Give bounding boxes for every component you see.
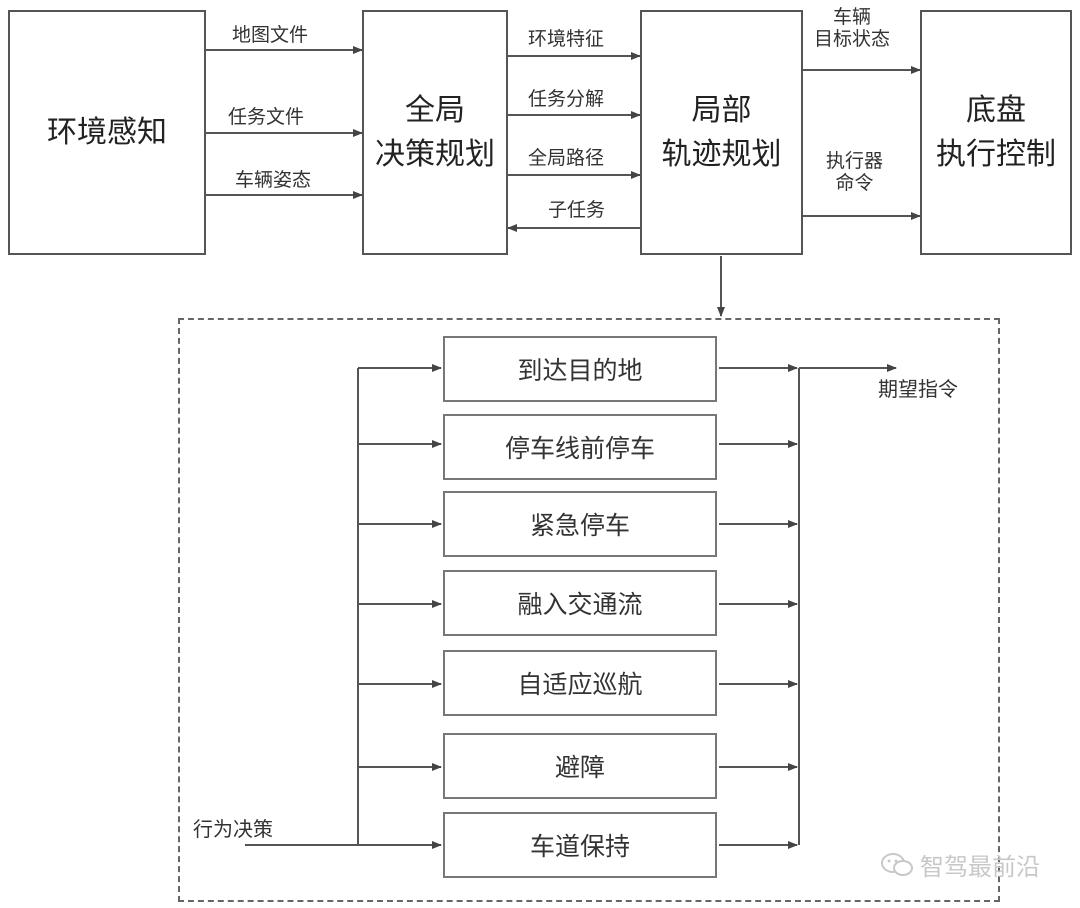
- behavior-emergency-stop: 紧急停车: [443, 491, 717, 557]
- watermark: 智驾最前沿: [880, 847, 1040, 882]
- label-env-features: 环境特征: [528, 28, 605, 50]
- watermark-text: 智驾最前沿: [920, 853, 1040, 881]
- label-global-path: 全局路径: [528, 147, 605, 169]
- behavior-decision-region: [178, 318, 1000, 902]
- behavior-merge-traffic: 融入交通流: [443, 570, 717, 636]
- label-subtask: 子任务: [548, 199, 606, 221]
- label-vehicle-pose: 车辆姿态: [235, 169, 312, 191]
- chassis-control-block: 底盘 执行控制: [920, 10, 1072, 255]
- label-map-file: 地图文件: [232, 24, 309, 46]
- label-expected-cmd: 期望指令: [878, 377, 958, 401]
- global-planning-block: 全局 决策规划: [362, 10, 508, 255]
- label-task-decomp: 任务分解: [528, 88, 605, 110]
- behavior-reach-destination: 到达目的地: [443, 336, 717, 402]
- wechat-icon: [881, 852, 913, 876]
- label-behavior-decision: 行为决策: [193, 817, 273, 841]
- behavior-stop-before-line: 停车线前停车: [443, 414, 717, 480]
- env-perception-block: 环境感知: [8, 10, 206, 255]
- label-task-file: 任务文件: [228, 106, 305, 128]
- behavior-obstacle-avoidance: 避障: [443, 733, 717, 799]
- label-actuator-cmd: 执行器 命令: [826, 150, 884, 194]
- local-planning-block: 局部 轨迹规划: [640, 10, 803, 255]
- behavior-lane-keeping: 车道保持: [443, 812, 717, 878]
- label-vehicle-target: 车辆 目标状态: [814, 6, 891, 50]
- behavior-adaptive-cruise: 自适应巡航: [443, 650, 717, 716]
